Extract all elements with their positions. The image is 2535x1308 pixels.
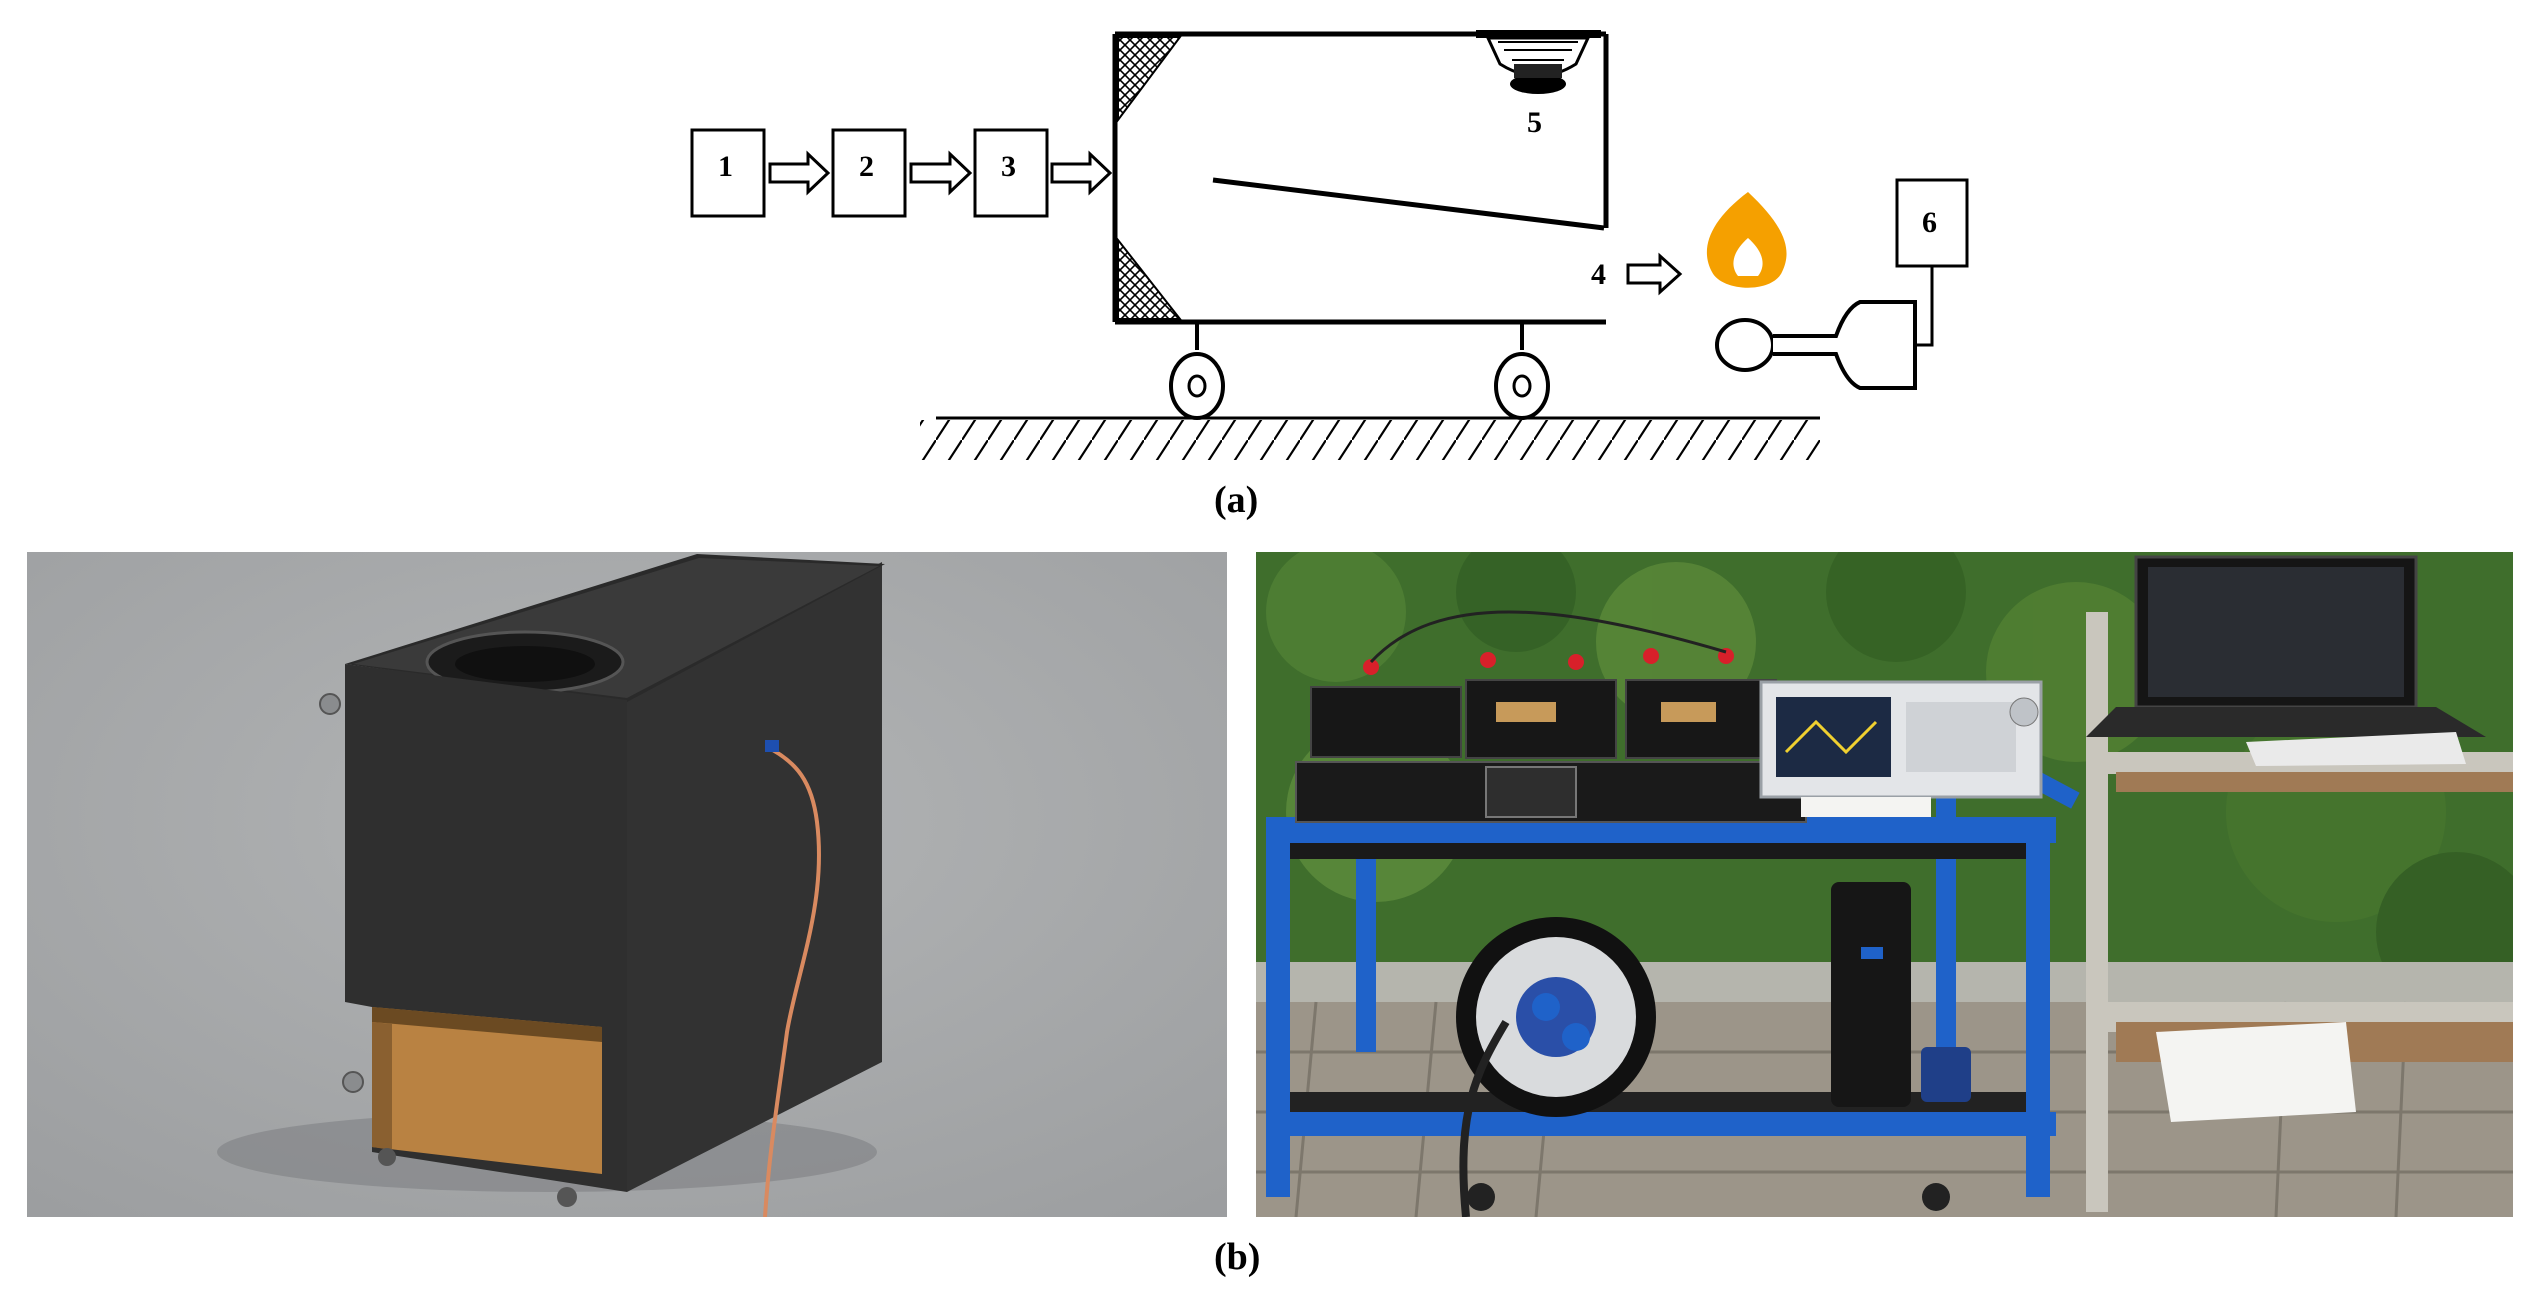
black-case <box>1831 882 1971 1107</box>
right-wheel <box>1494 322 1550 420</box>
signal-generator <box>1759 680 2043 817</box>
label-5: 5 <box>1527 106 1542 139</box>
cable-reel <box>1456 917 1656 1217</box>
left-wheel <box>1169 322 1225 420</box>
photo-equipment-cart <box>1256 552 2513 1217</box>
arrow-3-cabinet <box>1050 150 1113 196</box>
label-4: 4 <box>1591 258 1606 291</box>
microphone-icon <box>1715 266 1934 390</box>
mesh-bottom-corner <box>1117 237 1183 320</box>
photo-cabinet <box>27 552 1227 1217</box>
block-3 <box>973 128 1049 218</box>
label-6: 6 <box>1922 206 1937 239</box>
caption-b: (b) <box>1214 1236 1261 1278</box>
amplifier-stack <box>1295 610 1807 823</box>
speaker-icon <box>1476 30 1601 94</box>
flame-icon <box>1706 192 1787 288</box>
label-2: 2 <box>859 150 874 183</box>
laptop <box>2086 555 2486 766</box>
arrow-2-3 <box>909 150 973 196</box>
label-3: 3 <box>1001 150 1016 183</box>
ground-hatching <box>920 416 1820 460</box>
block-2 <box>831 128 907 218</box>
block-6 <box>1895 178 1969 268</box>
caption-a: (a) <box>1214 479 1259 521</box>
mesh-top-corner <box>1117 36 1182 124</box>
schematic-diagram <box>690 30 1969 460</box>
outlet-arrow <box>1626 252 1683 296</box>
block-1 <box>690 128 766 218</box>
label-1: 1 <box>718 150 733 183</box>
arrow-1-2 <box>768 150 831 196</box>
